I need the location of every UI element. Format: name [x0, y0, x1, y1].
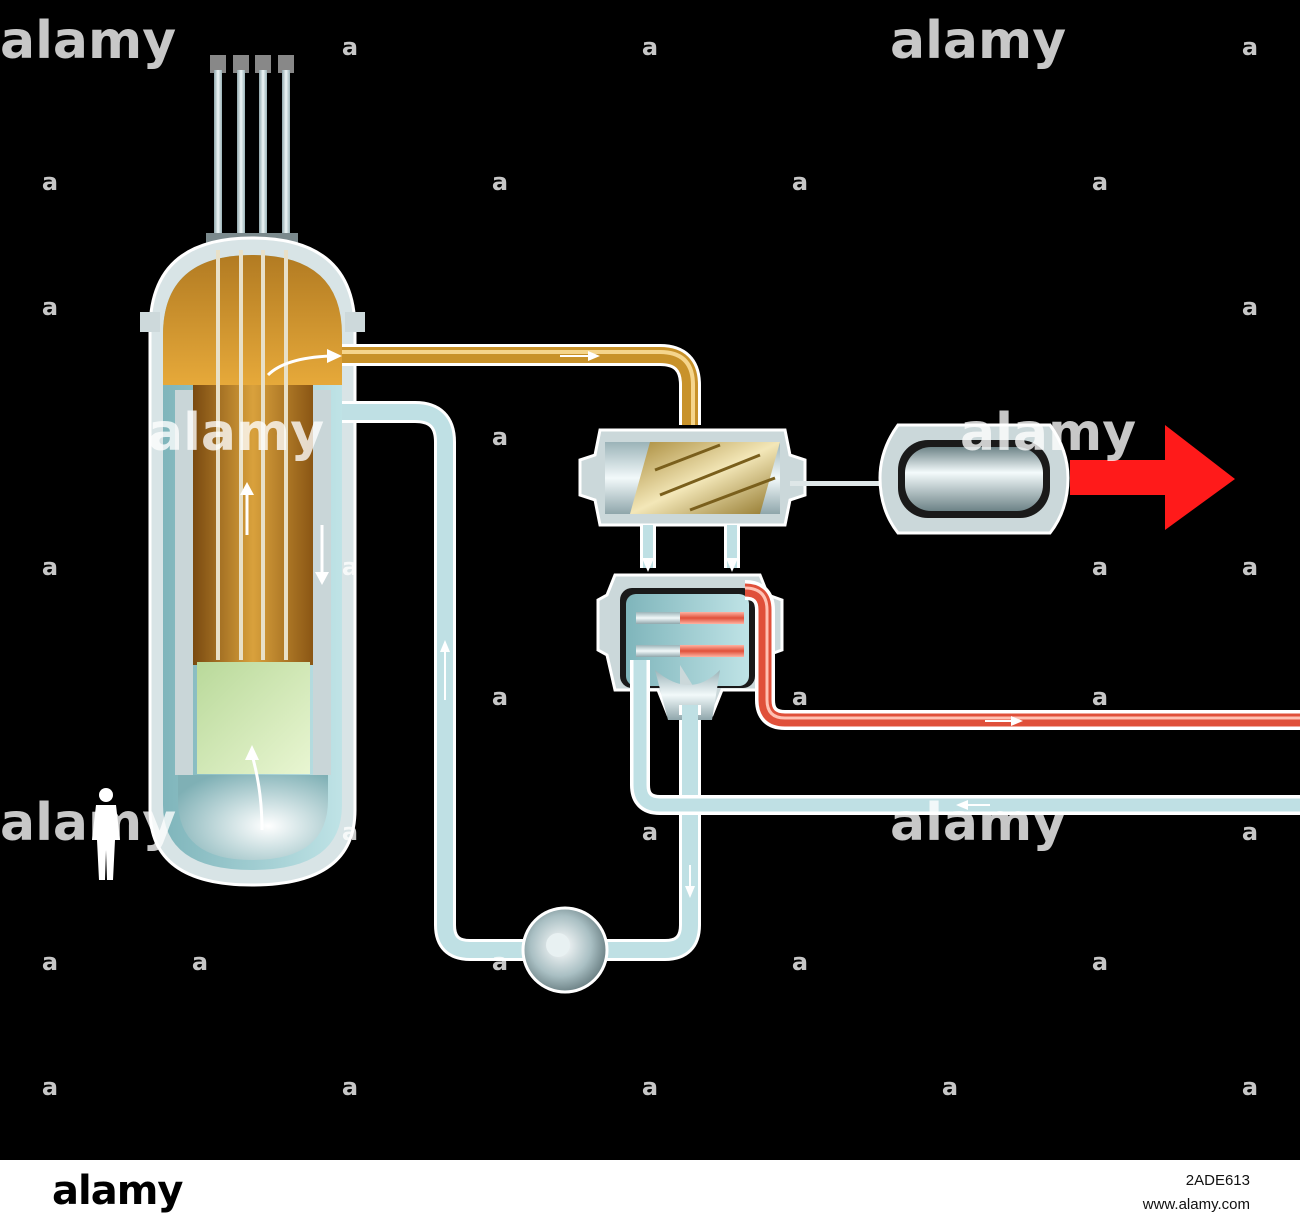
footer-logo: alamy — [52, 1168, 183, 1214]
watermark-word: alamy — [960, 403, 1136, 463]
watermark-glyph: a — [1242, 1073, 1258, 1101]
watermark-word: alamy — [890, 11, 1066, 71]
watermark-glyph: a — [492, 948, 508, 976]
watermark-glyph: a — [792, 683, 808, 711]
watermark-glyph: a — [1092, 683, 1108, 711]
footer-url: www.alamy.com — [1142, 1196, 1250, 1213]
watermark-glyph: a — [42, 293, 58, 321]
watermark-glyph: a — [42, 168, 58, 196]
watermark-word: alamy — [0, 793, 176, 853]
watermark-word: alamy — [148, 403, 324, 463]
return-pipe — [342, 401, 530, 961]
watermark-glyph: a — [792, 948, 808, 976]
watermark-glyph: a — [492, 423, 508, 451]
turbine — [578, 428, 807, 572]
watermark-glyph: a — [342, 818, 358, 846]
watermark: alamy alamy alamy alamy alamy alamy a a a a a a a a a a… — [0, 11, 1258, 1101]
watermark-glyph: a — [492, 168, 508, 196]
watermark-glyph: a — [1092, 168, 1108, 196]
watermark-glyph: a — [342, 1073, 358, 1101]
footer-bar: alamy 2ADE613 www.alamy.com — [0, 1160, 1300, 1230]
watermark-glyph: a — [1092, 553, 1108, 581]
watermark-glyph: a — [342, 553, 358, 581]
watermark-glyph: a — [192, 948, 208, 976]
watermark-glyph: a — [1242, 818, 1258, 846]
watermark-glyph: a — [1092, 948, 1108, 976]
watermark-glyph: a — [642, 1073, 658, 1101]
watermark-glyph: a — [42, 553, 58, 581]
watermark-glyph: a — [342, 33, 358, 61]
coolant-pump — [521, 700, 701, 994]
watermark-glyph: a — [792, 168, 808, 196]
watermark-glyph: a — [42, 948, 58, 976]
watermark-glyph: a — [1242, 553, 1258, 581]
reactor-vessel — [140, 236, 365, 887]
watermark-glyph: a — [492, 683, 508, 711]
human-scale-figure — [92, 788, 120, 880]
power-output-arrow — [1070, 425, 1235, 530]
watermark-glyph: a — [942, 1073, 958, 1101]
watermark-glyph: a — [642, 818, 658, 846]
watermark-glyph: a — [42, 1073, 58, 1101]
watermark-glyph: a — [1242, 33, 1258, 61]
watermark-word: alamy — [890, 793, 1066, 853]
control-rods — [206, 55, 298, 251]
condenser-pipes — [630, 580, 1300, 815]
watermark-word: alamy — [0, 11, 176, 71]
image-id: 2ADE613 — [1185, 1172, 1250, 1189]
generator — [790, 423, 1070, 535]
watermark-glyph: a — [1242, 293, 1258, 321]
steam-pipe — [342, 344, 701, 425]
watermark-glyph: a — [642, 33, 658, 61]
